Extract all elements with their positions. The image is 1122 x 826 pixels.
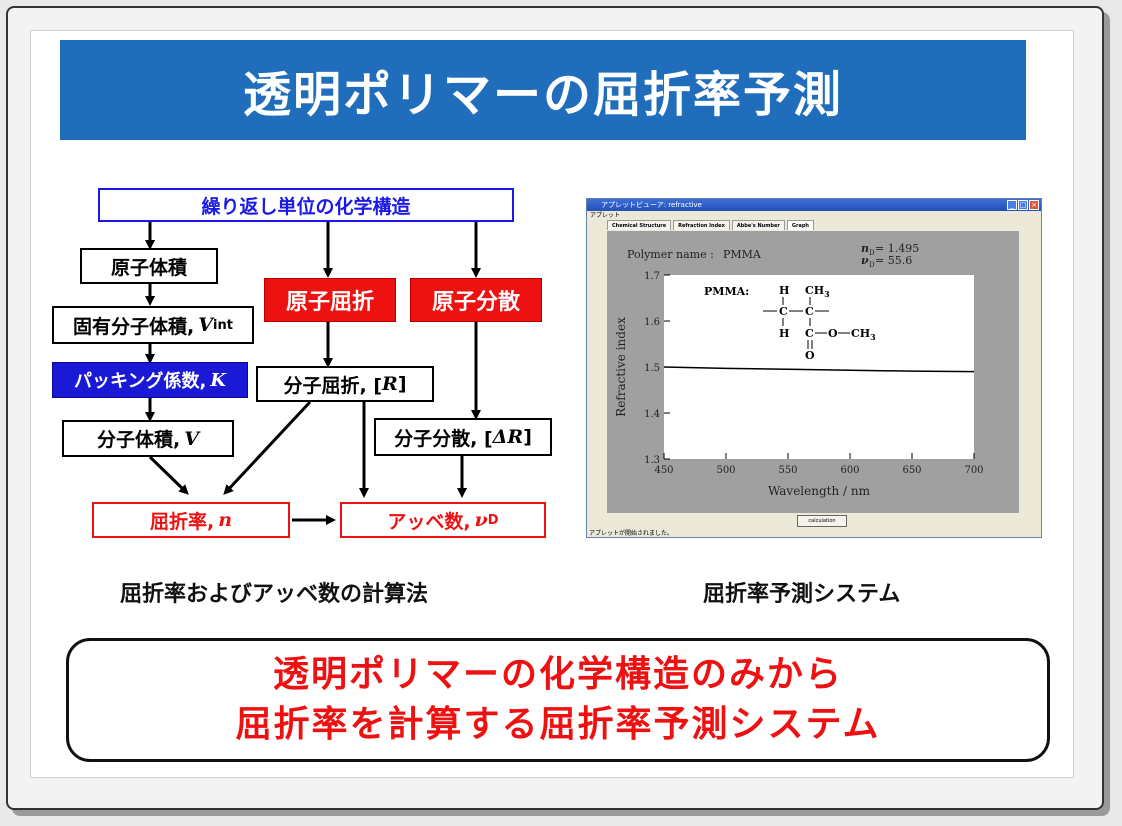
applet-titlebar: アプレットビューア: refractive _ □ × <box>587 199 1041 211</box>
box-atomic-volume: 原子体積 <box>80 248 218 284</box>
box-refractive-index: 屈折率, n <box>92 502 290 538</box>
x-axis: 450 500 550 600 650 700 <box>654 453 984 476</box>
tab-chemical-structure[interactable]: Chemical Structure <box>607 220 672 230</box>
x-tick-label: 600 <box>840 465 859 476</box>
refractive-index-chart: Polymer name : PMMA n D = 1.495 ν D = 55… <box>614 242 984 498</box>
polymer-name-label: Polymer name : <box>627 248 714 261</box>
applet-menu-label[interactable]: アプレット <box>590 212 621 219</box>
box-molar-dispersion-label: 分子分散, [ <box>394 427 493 450</box>
structure-label: PMMA: <box>704 285 749 298</box>
vd-subscript: D <box>869 261 875 269</box>
x-tick-label: 700 <box>964 465 983 476</box>
caption-prediction-system: 屈折率予測システム <box>703 576 900 608</box>
structure-atom-o-ester: O <box>828 327 838 340</box>
conclusion-box: 透明ポリマーの化学構造のみから 屈折率を計算する屈折率予測システム <box>66 638 1050 762</box>
tab-abbe-number[interactable]: Abbe's Number <box>731 220 785 230</box>
conclusion-line-1: 透明ポリマーの化学構造のみから <box>272 654 843 695</box>
slide-title: 透明ポリマーの屈折率予測 <box>60 40 1026 140</box>
box-atomic-dispersion-label: 原子分散 <box>431 290 520 315</box>
structure-atom-c1: C <box>779 305 788 318</box>
box-atomic-dispersion: 原子分散 <box>410 278 542 322</box>
close-icon[interactable]: × <box>1029 200 1039 210</box>
arrow-molecular-volume-to-n <box>148 455 189 495</box>
graph-panel: Polymer name : PMMA n D = 1.495 ν D = 55… <box>607 231 1019 513</box>
box-intrinsic-volume-label: 固有分子体積, <box>73 315 195 338</box>
intrinsic-volume-symbol: V <box>198 314 214 336</box>
box-atomic-volume-label: 原子体積 <box>110 256 187 279</box>
box-molar-refraction-label: 分子屈折, [ <box>283 374 383 397</box>
x-tick-label: 550 <box>778 465 797 476</box>
polymer-name-value: PMMA <box>723 248 762 261</box>
applet-tabs: Chemical Structure Refraction Index Abbe… <box>587 220 1041 230</box>
y-axis-label: Refractive index <box>614 317 628 417</box>
box-packing-label: パッキング係数, <box>74 371 207 392</box>
packing-symbol: K <box>210 369 226 391</box>
series-line <box>663 366 975 373</box>
tab-graph[interactable]: Graph <box>786 220 814 230</box>
refractive-index-symbol: n <box>218 509 233 531</box>
series-group <box>663 366 975 373</box>
x-tick-label: 650 <box>902 465 921 476</box>
y-tick-label: 1.7 <box>644 271 660 282</box>
applet-window: アプレットビューア: refractive _ □ × アプレット Chemic… <box>586 198 1042 538</box>
pmma-structure: PMMA: H CH3 C C H C O CH3 O <box>704 284 876 362</box>
molar-refraction-symbol: R <box>382 373 398 395</box>
molar-dispersion-bracket: ] <box>523 426 532 448</box>
nd-subscript: D <box>869 249 875 257</box>
caption-calculation-method: 屈折率およびアッベ数の計算法 <box>120 576 428 608</box>
box-repeat-unit-structure: 繰り返し単位の化学構造 <box>98 188 514 222</box>
structure-atom-h-top: H <box>779 284 789 297</box>
box-repeat-unit-structure-label: 繰り返し単位の化学構造 <box>201 195 411 218</box>
abbe-symbol: ν <box>474 509 488 531</box>
molar-refraction-bracket: ] <box>397 373 407 395</box>
y-tick-label: 1.6 <box>644 317 660 328</box>
applet-menu[interactable]: アプレット <box>587 211 1041 220</box>
conclusion-line-2: 屈折率を計算する屈折率予測システム <box>235 704 881 745</box>
vd-symbol: ν <box>861 254 869 267</box>
maximize-icon[interactable]: □ <box>1018 200 1028 210</box>
plot-area <box>664 275 974 459</box>
applet-bottom-bar: calculation アプレットが開始されました。 <box>587 513 1041 537</box>
box-refractive-index-label: 屈折率, <box>149 510 215 533</box>
applet-title-text: アプレットビューア: refractive <box>601 201 702 209</box>
box-molar-dispersion: 分子分散, [ΔR] <box>374 418 552 456</box>
tab-refraction-index[interactable]: Refraction Index <box>673 220 730 230</box>
minimize-icon[interactable]: _ <box>1007 200 1017 210</box>
calculation-button[interactable]: calculation <box>797 515 847 527</box>
box-atomic-refraction: 原子屈折 <box>264 278 396 322</box>
y-tick-label: 1.3 <box>644 455 660 466</box>
molecular-volume-symbol: V <box>184 427 199 450</box>
y-tick-label: 1.4 <box>644 409 660 420</box>
box-molecular-volume: 分子体積, V <box>62 420 234 457</box>
abbe-subscript: D <box>487 512 499 528</box>
box-molar-refraction: 分子屈折, [R] <box>256 366 434 402</box>
applet-status-text: アプレットが開始されました。 <box>589 530 674 537</box>
caption-prediction-system-text: 屈折率予測システム <box>703 582 901 607</box>
y-tick-label: 1.5 <box>644 363 660 374</box>
structure-atom-c3: C <box>805 327 814 340</box>
x-tick-label: 450 <box>654 465 673 476</box>
intrinsic-volume-subscript: int <box>213 317 233 333</box>
box-molecular-volume-label: 分子体積, <box>97 429 181 451</box>
structure-group-ch3-bottom: CH3 <box>851 327 876 342</box>
x-axis-label: Wavelength / nm <box>768 484 871 498</box>
arrow-molar-refraction-to-n <box>223 400 312 495</box>
structure-atom-c2: C <box>805 305 814 318</box>
structure-atom-o-carbonyl: O <box>805 349 815 362</box>
molar-dispersion-symbol: ΔR <box>492 426 524 448</box>
structure-atom-h-bottom: H <box>779 327 789 340</box>
vd-value: = 55.6 <box>875 254 912 267</box>
nd-symbol: n <box>861 242 869 255</box>
structure-group-ch3-top: CH3 <box>805 284 830 299</box>
box-packing-coefficient: パッキング係数, K <box>52 362 248 398</box>
caption-calculation-method-text: 屈折率およびアッベ数の計算法 <box>120 582 429 607</box>
box-atomic-refraction-label: 原子屈折 <box>285 290 374 315</box>
nd-value: = 1.495 <box>875 242 919 255</box>
slide-title-text: 透明ポリマーの屈折率予測 <box>242 67 843 123</box>
box-abbe-label: アッベ数, <box>387 510 471 533</box>
x-tick-label: 500 <box>716 465 735 476</box>
